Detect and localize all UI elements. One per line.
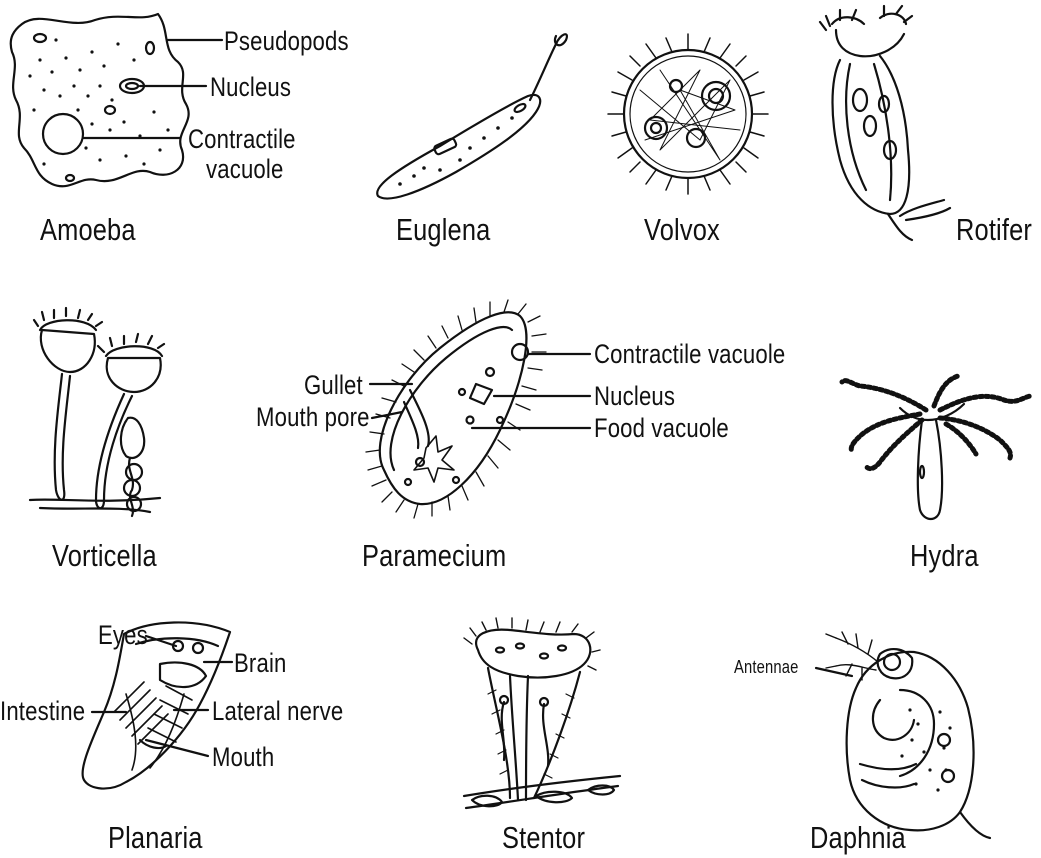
amoeba-drawing (11, 14, 222, 186)
organism-name-stentor: Stentor (502, 822, 585, 853)
label-nucleus: Nucleus (210, 74, 291, 101)
paramecium-drawing (366, 300, 590, 518)
euglena-drawing (377, 34, 567, 198)
volvox-drawing (608, 34, 768, 194)
label-brain: Brain (234, 650, 287, 677)
label-mouth: Mouth (212, 744, 274, 771)
label-pseudopods: Pseudopods (224, 28, 349, 55)
label-contractile-line2: vacuole (206, 156, 283, 183)
hydra-drawing (842, 376, 1030, 519)
organism-name-rotifer: Rotifer (956, 214, 1032, 245)
label-contractile-vacuole: Contractile vacuole (594, 341, 785, 368)
label-food-vacuole: Food vacuole (594, 415, 729, 442)
label-intestine: Intestine (0, 698, 85, 725)
organism-name-daphnia: Daphnia (810, 822, 906, 853)
label-lateral-nerve: Lateral nerve (212, 698, 343, 725)
label-contractile-line1: Contractile (188, 126, 296, 153)
organism-name-hydra: Hydra (910, 540, 979, 571)
daphnia-drawing (816, 632, 990, 838)
organism-name-vorticella: Vorticella (52, 540, 157, 571)
organism-name-euglena: Euglena (396, 214, 490, 245)
label-paramecium-nucleus: Nucleus (594, 383, 675, 410)
organism-name-amoeba: Amoeba (40, 214, 136, 245)
organism-name-planaria: Planaria (108, 822, 203, 853)
label-antennae: Antennae (734, 658, 799, 676)
rotifer-drawing (820, 6, 950, 240)
vorticella-drawing (30, 308, 164, 516)
label-gullet: Gullet (304, 372, 363, 399)
label-eyes: Eyes (98, 622, 148, 649)
organism-name-paramecium: Paramecium (362, 540, 506, 571)
label-mouth-pore: Mouth pore (256, 404, 370, 431)
stentor-drawing (464, 618, 620, 808)
organism-name-volvox: Volvox (644, 214, 720, 245)
